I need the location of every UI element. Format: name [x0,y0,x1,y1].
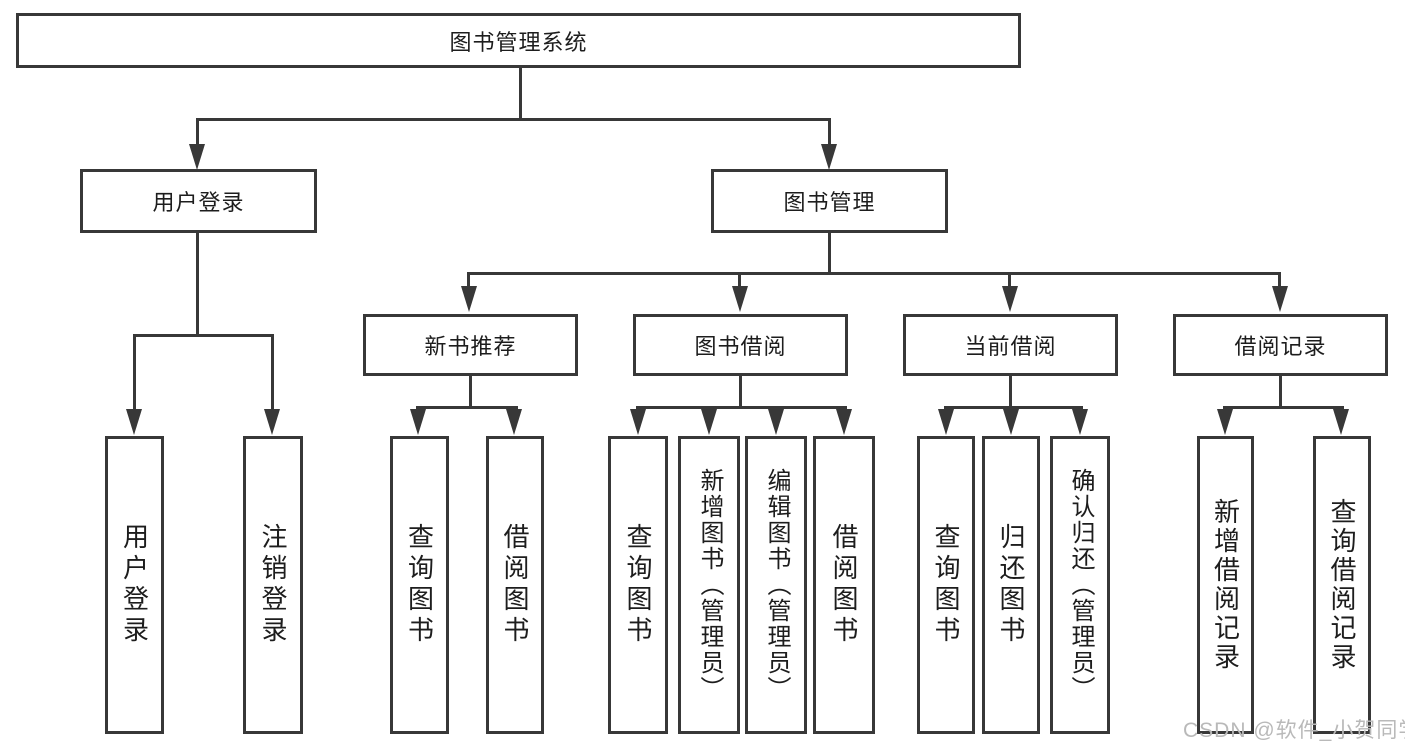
node-user-login-label: 用户登录 [152,190,245,215]
leaf-add-books-admin-label: 新增图书（管理员） [696,468,723,702]
arrow-to-query-borrow-record [1333,409,1349,435]
connector-recommend-bar [416,406,518,409]
connector-book-mgmt-stem [828,233,831,275]
connector-root-right-drop [828,118,831,148]
arrow-to-borrow-books-recommend [506,409,522,435]
leaf-return-books-label: 归还图书 [996,523,1026,647]
leaf-add-borrow-record-label: 新增借阅记录 [1210,498,1241,672]
leaf-borrow-books-borrowing-label: 借阅图书 [829,523,859,647]
connector-user-login-drop-1 [133,334,136,412]
connector-recommend-stem [469,376,472,409]
connector-book-mgmt-drop-2 [738,272,741,288]
leaf-query-borrow-record-label: 查询借阅记录 [1327,498,1357,672]
node-new-book-recommend: 新书推荐 [363,314,578,376]
arrow-to-current-borrowing [1002,286,1018,312]
leaf-add-borrow-record: 新增借阅记录 [1197,436,1254,734]
arrow-to-add-books-admin [701,409,717,435]
leaf-logout: 注销登录 [243,436,303,734]
arrow-to-new-book-recommend [461,286,477,312]
leaf-query-books-recommend: 查询图书 [390,436,449,734]
arrow-to-query-books-recommend [410,409,426,435]
connector-user-login-stem [196,233,199,337]
connector-borrowing-stem [739,376,742,409]
node-root: 图书管理系统 [16,13,1021,68]
node-user-login: 用户登录 [80,169,317,233]
leaf-return-books: 归还图书 [982,436,1040,734]
leaf-query-borrow-record: 查询借阅记录 [1313,436,1371,734]
leaf-edit-books-admin-label: 编辑图书（管理员） [763,468,790,702]
node-current-borrowing: 当前借阅 [903,314,1118,376]
connector-records-bar [1223,406,1344,409]
leaf-borrow-books-borrowing: 借阅图书 [813,436,875,734]
connector-records-stem [1279,376,1282,409]
arrow-to-user-login-leaf [126,409,142,435]
leaf-query-books-current: 查询图书 [917,436,975,734]
node-current-borrowing-label: 当前借阅 [964,334,1057,359]
arrow-to-query-books-borrowing [630,409,646,435]
connector-user-login-bar [133,334,273,337]
node-root-label: 图书管理系统 [449,29,588,55]
leaf-user-login-label: 用户登录 [119,523,150,647]
node-new-book-recommend-label: 新书推荐 [424,334,517,359]
leaf-query-books-borrowing: 查询图书 [608,436,668,734]
leaf-query-books-recommend-label: 查询图书 [404,523,435,647]
node-book-management: 图书管理 [711,169,948,233]
leaf-query-books-borrowing-label: 查询图书 [623,523,653,647]
connector-root-stem [519,68,522,119]
leaf-logout-label: 注销登录 [258,523,288,647]
arrow-to-query-books-current [938,409,954,435]
arrow-to-edit-books-admin [768,409,784,435]
arrow-to-book-borrowing [732,286,748,312]
connector-root-bar [196,118,831,121]
arrow-to-confirm-return-admin [1072,409,1088,435]
leaf-confirm-return-admin: 确认归还（管理员） [1050,436,1110,734]
arrow-to-logout-leaf [264,409,280,435]
leaf-borrow-books-recommend: 借阅图书 [486,436,544,734]
leaf-query-books-current-label: 查询图书 [931,523,961,647]
leaf-user-login: 用户登录 [105,436,164,734]
leaf-borrow-books-recommend-label: 借阅图书 [500,523,530,647]
leaf-add-books-admin: 新增图书（管理员） [678,436,740,734]
node-book-management-label: 图书管理 [783,190,876,215]
arrow-to-add-borrow-record [1217,409,1233,435]
leaf-edit-books-admin: 编辑图书（管理员） [745,436,807,734]
node-book-borrowing: 图书借阅 [633,314,848,376]
connector-book-mgmt-drop-4 [1278,272,1281,288]
arrow-to-user-login [189,144,205,170]
connector-current-stem [1009,376,1012,409]
connector-user-login-drop-2 [271,334,274,412]
connector-book-mgmt-drop-1 [467,272,470,288]
leaf-confirm-return-admin-label: 确认归还（管理员） [1067,468,1094,702]
connector-current-bar [944,406,1083,409]
csdn-watermark: CSDN @软件_小贺同学 [1183,719,1405,742]
arrow-to-borrowing-records [1272,286,1288,312]
connector-book-mgmt-bar [467,272,1281,275]
arrow-to-borrow-books-borrowing [836,409,852,435]
node-borrowing-records: 借阅记录 [1173,314,1388,376]
connector-book-mgmt-drop-3 [1008,272,1011,288]
arrow-to-book-management [821,144,837,170]
arrow-to-return-books [1003,409,1019,435]
connector-root-left-drop [196,118,199,148]
node-book-borrowing-label: 图书借阅 [694,334,787,359]
node-borrowing-records-label: 借阅记录 [1234,334,1327,359]
connector-borrowing-bar [636,406,847,409]
